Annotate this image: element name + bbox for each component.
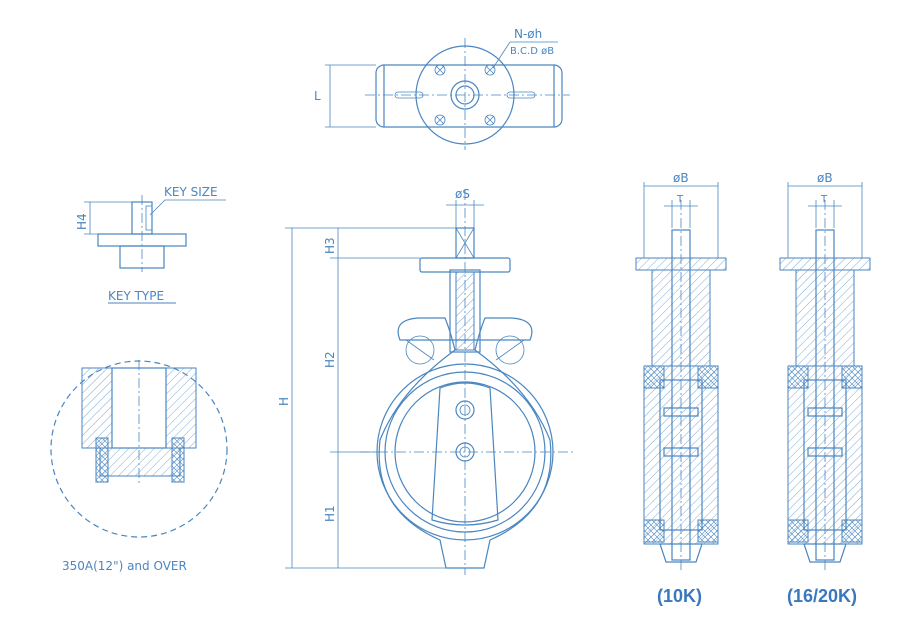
label-key-size: KEY SIZE bbox=[164, 185, 218, 199]
label-ob-10k: øB bbox=[673, 171, 689, 185]
label-h4: H4 bbox=[75, 213, 89, 230]
section-16-20k: øB T (16/20K) bbox=[779, 171, 871, 606]
label-h1: H1 bbox=[323, 505, 337, 522]
caption-10k: (10K) bbox=[657, 586, 702, 606]
label-os: øS bbox=[455, 187, 470, 201]
label-n-oh: N-øh bbox=[514, 27, 542, 41]
label-h3: H3 bbox=[323, 237, 337, 254]
label-l: L bbox=[314, 89, 321, 103]
detail-view-350a: 350A(12") and OVER bbox=[50, 360, 228, 573]
label-ob-16k: øB bbox=[817, 171, 833, 185]
top-flange-view: L N-øh B.C.D øB bbox=[314, 27, 570, 150]
key-type-view: H4 KEY SIZE KEY TYPE bbox=[75, 185, 226, 304]
label-key-type: KEY TYPE bbox=[108, 289, 164, 303]
front-view: øS H H3 H2 H1 bbox=[277, 187, 575, 575]
label-h: H bbox=[277, 397, 291, 406]
caption-16-20k: (16/20K) bbox=[787, 586, 857, 606]
label-t-10k: T bbox=[676, 194, 684, 205]
section-10k: øB T (10K) bbox=[635, 171, 727, 606]
label-bcd: B.C.D øB bbox=[510, 46, 554, 57]
label-h2: H2 bbox=[323, 351, 337, 368]
label-detail: 350A(12") and OVER bbox=[62, 559, 187, 573]
label-t-16k: T bbox=[820, 194, 828, 205]
